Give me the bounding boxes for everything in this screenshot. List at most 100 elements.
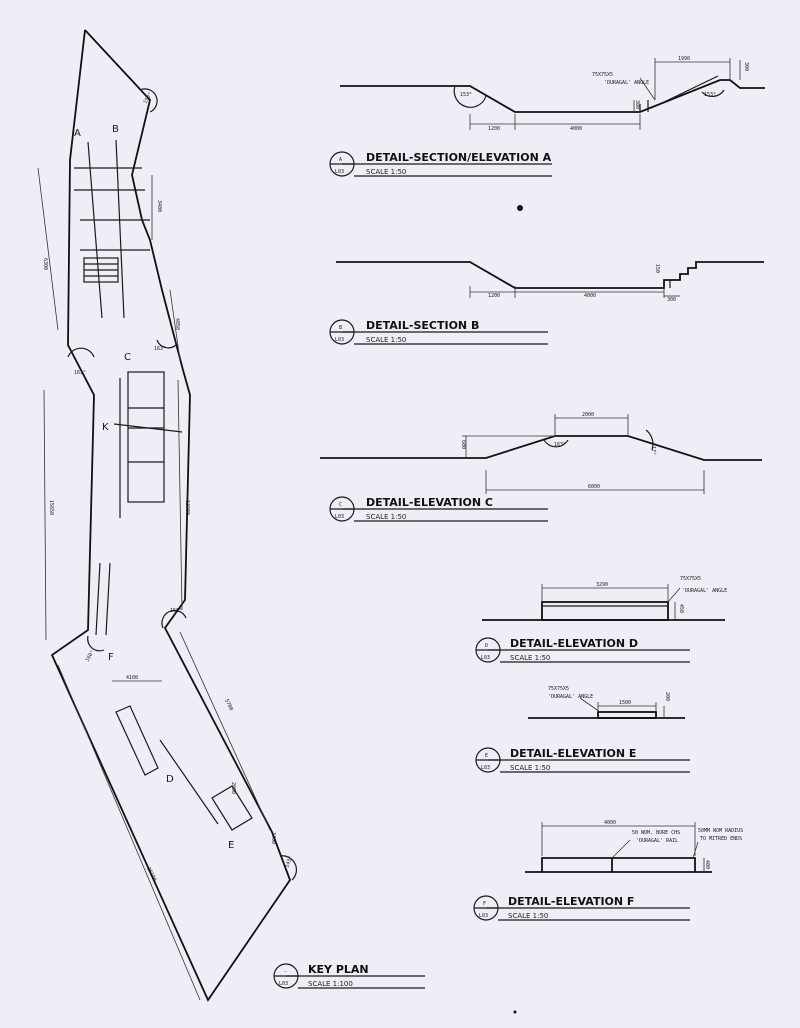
detail-d-note-2: 'DURAGAL' ANGLE xyxy=(682,588,727,594)
key-plan-title: KEY PLAN xyxy=(308,963,369,976)
detail-a-ref: A xyxy=(339,157,342,163)
detail-f-note-4: TO MITRED ENDS xyxy=(700,836,742,842)
bench-e xyxy=(211,785,253,831)
detail-a-profile xyxy=(340,79,765,113)
detail-b-sheet: L03 xyxy=(335,337,344,343)
detail-a-angle-2: 153° xyxy=(704,92,716,98)
detail-d-scale: SCALE 1:50 xyxy=(510,654,550,662)
plan-dim-3400b: 3400 xyxy=(270,832,276,844)
detail-d-dim-3290: 3290 xyxy=(596,582,608,588)
key-plan-sheet: L03 xyxy=(279,981,288,987)
plan-dim-13900: 13900 xyxy=(184,500,190,515)
detail-f-title-block: F L03 DETAIL-ELEVATION F SCALE 1:50 xyxy=(473,895,690,921)
detail-d-bench xyxy=(541,601,669,621)
detail-b-ref: B xyxy=(339,325,342,331)
detail-b: 1200 4000 150 300 B L03 DETAIL-SECTION B… xyxy=(329,261,764,345)
detail-e-title: DETAIL-ELEVATION E xyxy=(510,747,636,760)
detail-e-note-1: 75X75X5 xyxy=(548,686,569,692)
ink-speck-2 xyxy=(513,1010,517,1014)
detail-d-dim-450: 450 xyxy=(678,604,684,613)
key-plan: A B C K D E F 6300 3400 4850 15650 13900… xyxy=(37,29,425,1002)
detail-b-dim-1200: 1200 xyxy=(488,293,500,299)
plan-dim-5700: 5700 xyxy=(223,698,234,711)
detail-a-scale: SCALE 1:50 xyxy=(366,168,406,176)
plan-angle-156: 156° xyxy=(170,608,182,614)
plan-dim-4850: 4850 xyxy=(174,318,180,330)
plan-dim-15650: 15650 xyxy=(48,500,54,515)
detail-e-ref: E xyxy=(485,753,488,759)
detail-b-profile xyxy=(336,261,764,289)
detail-f-title: DETAIL-ELEVATION F xyxy=(508,895,634,908)
detail-f: 4000 400 50 NOM. BORE CHS 'DURAGAL' RAIL… xyxy=(473,820,743,921)
detail-f-scale: SCALE 1:50 xyxy=(508,912,548,920)
plan-dim-4100: 4100 xyxy=(126,675,138,681)
rail-f-1 xyxy=(95,562,101,636)
plan-dimensions xyxy=(37,167,271,1001)
detail-c-sheet: L03 xyxy=(335,514,344,520)
detail-f-dim-4000: 4000 xyxy=(604,820,616,826)
detail-d-ref: D xyxy=(485,643,488,649)
plan-angle-160: 160° xyxy=(85,650,96,663)
detail-f-note-3: 50MM NOM RADIUS xyxy=(698,828,743,834)
detail-d-sheet: L03 xyxy=(481,655,490,661)
detail-a-dim-1200: 1200 xyxy=(488,126,500,132)
detail-b-title: DETAIL-SECTION B xyxy=(366,319,479,332)
detail-e-title-block: E L03 DETAIL-ELEVATION E SCALE 1:50 xyxy=(475,747,690,773)
detail-a-title: DETAIL-SECTION/ELEVATION A xyxy=(366,151,552,164)
plan-label-d: D xyxy=(166,774,174,785)
detail-b-scale: SCALE 1:50 xyxy=(366,336,406,344)
plan-label-a: B xyxy=(112,124,119,135)
detail-a-sheet: L03 xyxy=(335,169,344,175)
detail-e-dim-1500: 1500 xyxy=(619,700,631,706)
detail-a-dim-300b: 300 xyxy=(634,100,640,109)
plan-angle-150: 150° xyxy=(143,92,154,105)
plan-label-b: A xyxy=(74,128,81,139)
detail-a-dim-1990: 1990 xyxy=(678,56,690,62)
detail-e-dim-200: 200 xyxy=(664,692,670,701)
plan-outline xyxy=(50,29,292,1002)
detail-e-scale: SCALE 1:50 xyxy=(510,764,550,772)
detail-c-angle-17: 17° xyxy=(650,446,656,455)
detail-e: 1500 200 75X75X5 'DURAGAL' ANGLE E L03 D… xyxy=(475,686,690,773)
bench-d xyxy=(115,705,159,776)
detail-a-note-1: 75X75X5 xyxy=(592,72,613,78)
plan-label-k: K xyxy=(102,422,109,433)
plan-angle-163a: 163° xyxy=(74,370,86,376)
detail-f-rail xyxy=(541,857,696,872)
detail-a: 1200 4000 1990 300 300 153° 153° 75X75X5… xyxy=(329,56,765,177)
detail-a-dim-300a: 300 xyxy=(743,62,749,71)
detail-b-title-block: B L03 DETAIL-SECTION B SCALE 1:50 xyxy=(329,319,548,345)
detail-f-ref: F xyxy=(483,901,486,907)
detail-f-sheet: L03 xyxy=(479,913,488,919)
detail-e-bench xyxy=(597,711,657,719)
plan-dim-25100: 25100 xyxy=(145,866,157,882)
detail-d-note-1: 75X75X5 xyxy=(680,576,701,582)
detail-f-note-2: 'DURAGAL' RAIL xyxy=(636,838,678,844)
detail-c-angle-163: 163° xyxy=(554,442,566,448)
detail-b-dim-150: 150 xyxy=(654,264,660,273)
detail-e-note-2: 'DURAGAL' ANGLE xyxy=(548,694,593,700)
rail-f-2 xyxy=(105,562,111,636)
detail-a-angle-1: 153° xyxy=(460,92,472,98)
detail-b-dim-300: 300 xyxy=(667,297,676,303)
detail-c-dim-6000: 6000 xyxy=(588,484,600,490)
key-plan-title-block: - L03 KEY PLAN SCALE 1:100 xyxy=(273,963,425,989)
detail-c-profile xyxy=(320,435,762,461)
detail-c-scale: SCALE 1:50 xyxy=(366,513,406,521)
detail-b-dim-4000: 4000 xyxy=(584,293,596,299)
detail-a-dim-4000: 4000 xyxy=(570,126,582,132)
plan-dim-3400: 3400 xyxy=(156,200,162,212)
plan-label-f: F xyxy=(108,652,114,663)
detail-c-title-block: C L03 DETAIL-ELEVATION C SCALE 1:50 xyxy=(329,496,548,522)
key-plan-ref: - xyxy=(284,969,287,975)
detail-a-note-2: 'DURAGAL' ANGLE xyxy=(604,80,649,86)
plan-angle-163b: 163° xyxy=(154,346,166,352)
plan-label-e: E xyxy=(228,840,234,851)
plan-angle-143: 143° xyxy=(284,855,294,868)
ink-speck xyxy=(517,205,523,211)
plan-label-c: C xyxy=(124,352,131,363)
detail-c: 2000 600 6000 163° 17° C L03 DETAIL-ELEV… xyxy=(320,412,762,522)
detail-c-ref: C xyxy=(339,502,342,508)
